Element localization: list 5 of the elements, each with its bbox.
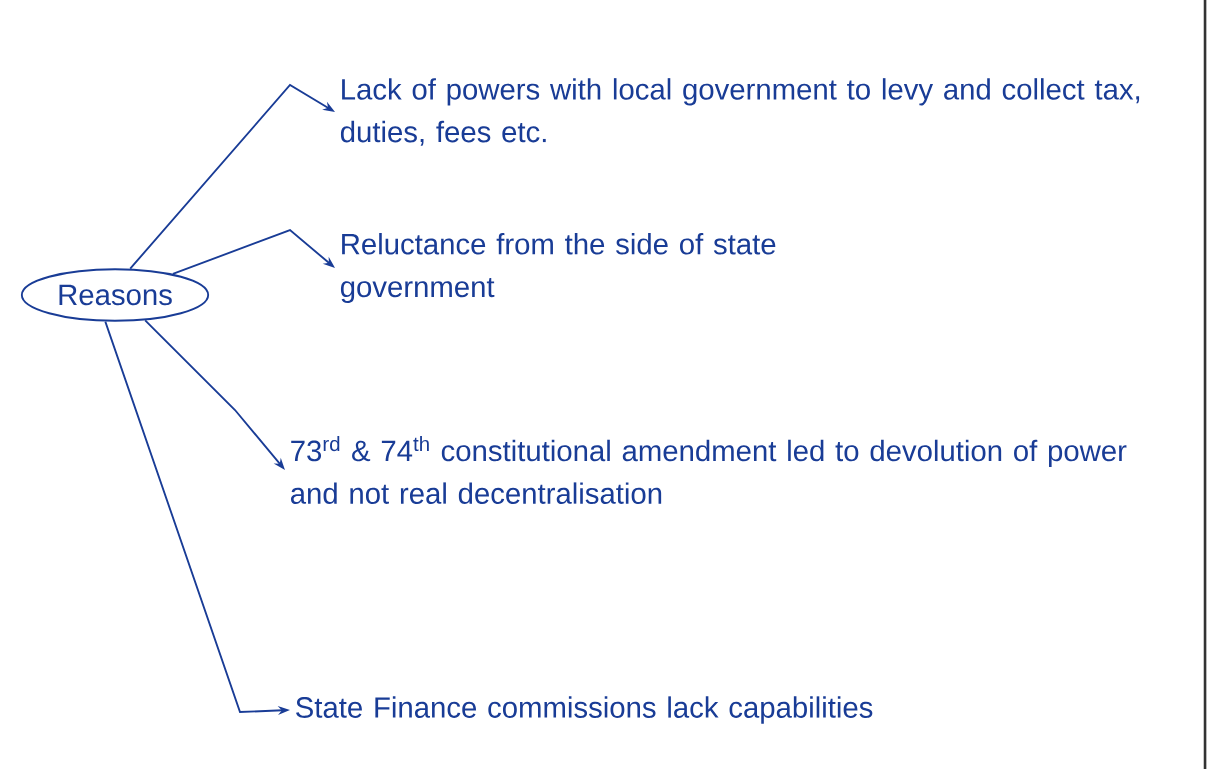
branch-text: Lack of powers with local government to levy and collect tax, duties, fees etc. (340, 78, 1140, 146)
branch-text: Reluctance from the side of state government (340, 233, 776, 303)
branch-text: 73$^{rd}$ & 74$^{th}$ constitutional amendment led to devolution of power and not real decentralisation (290, 436, 1127, 504)
branch-text: State Finance commissions lack capabilities (296, 696, 873, 724)
oval-node: Reasons (20, 268, 210, 322)
